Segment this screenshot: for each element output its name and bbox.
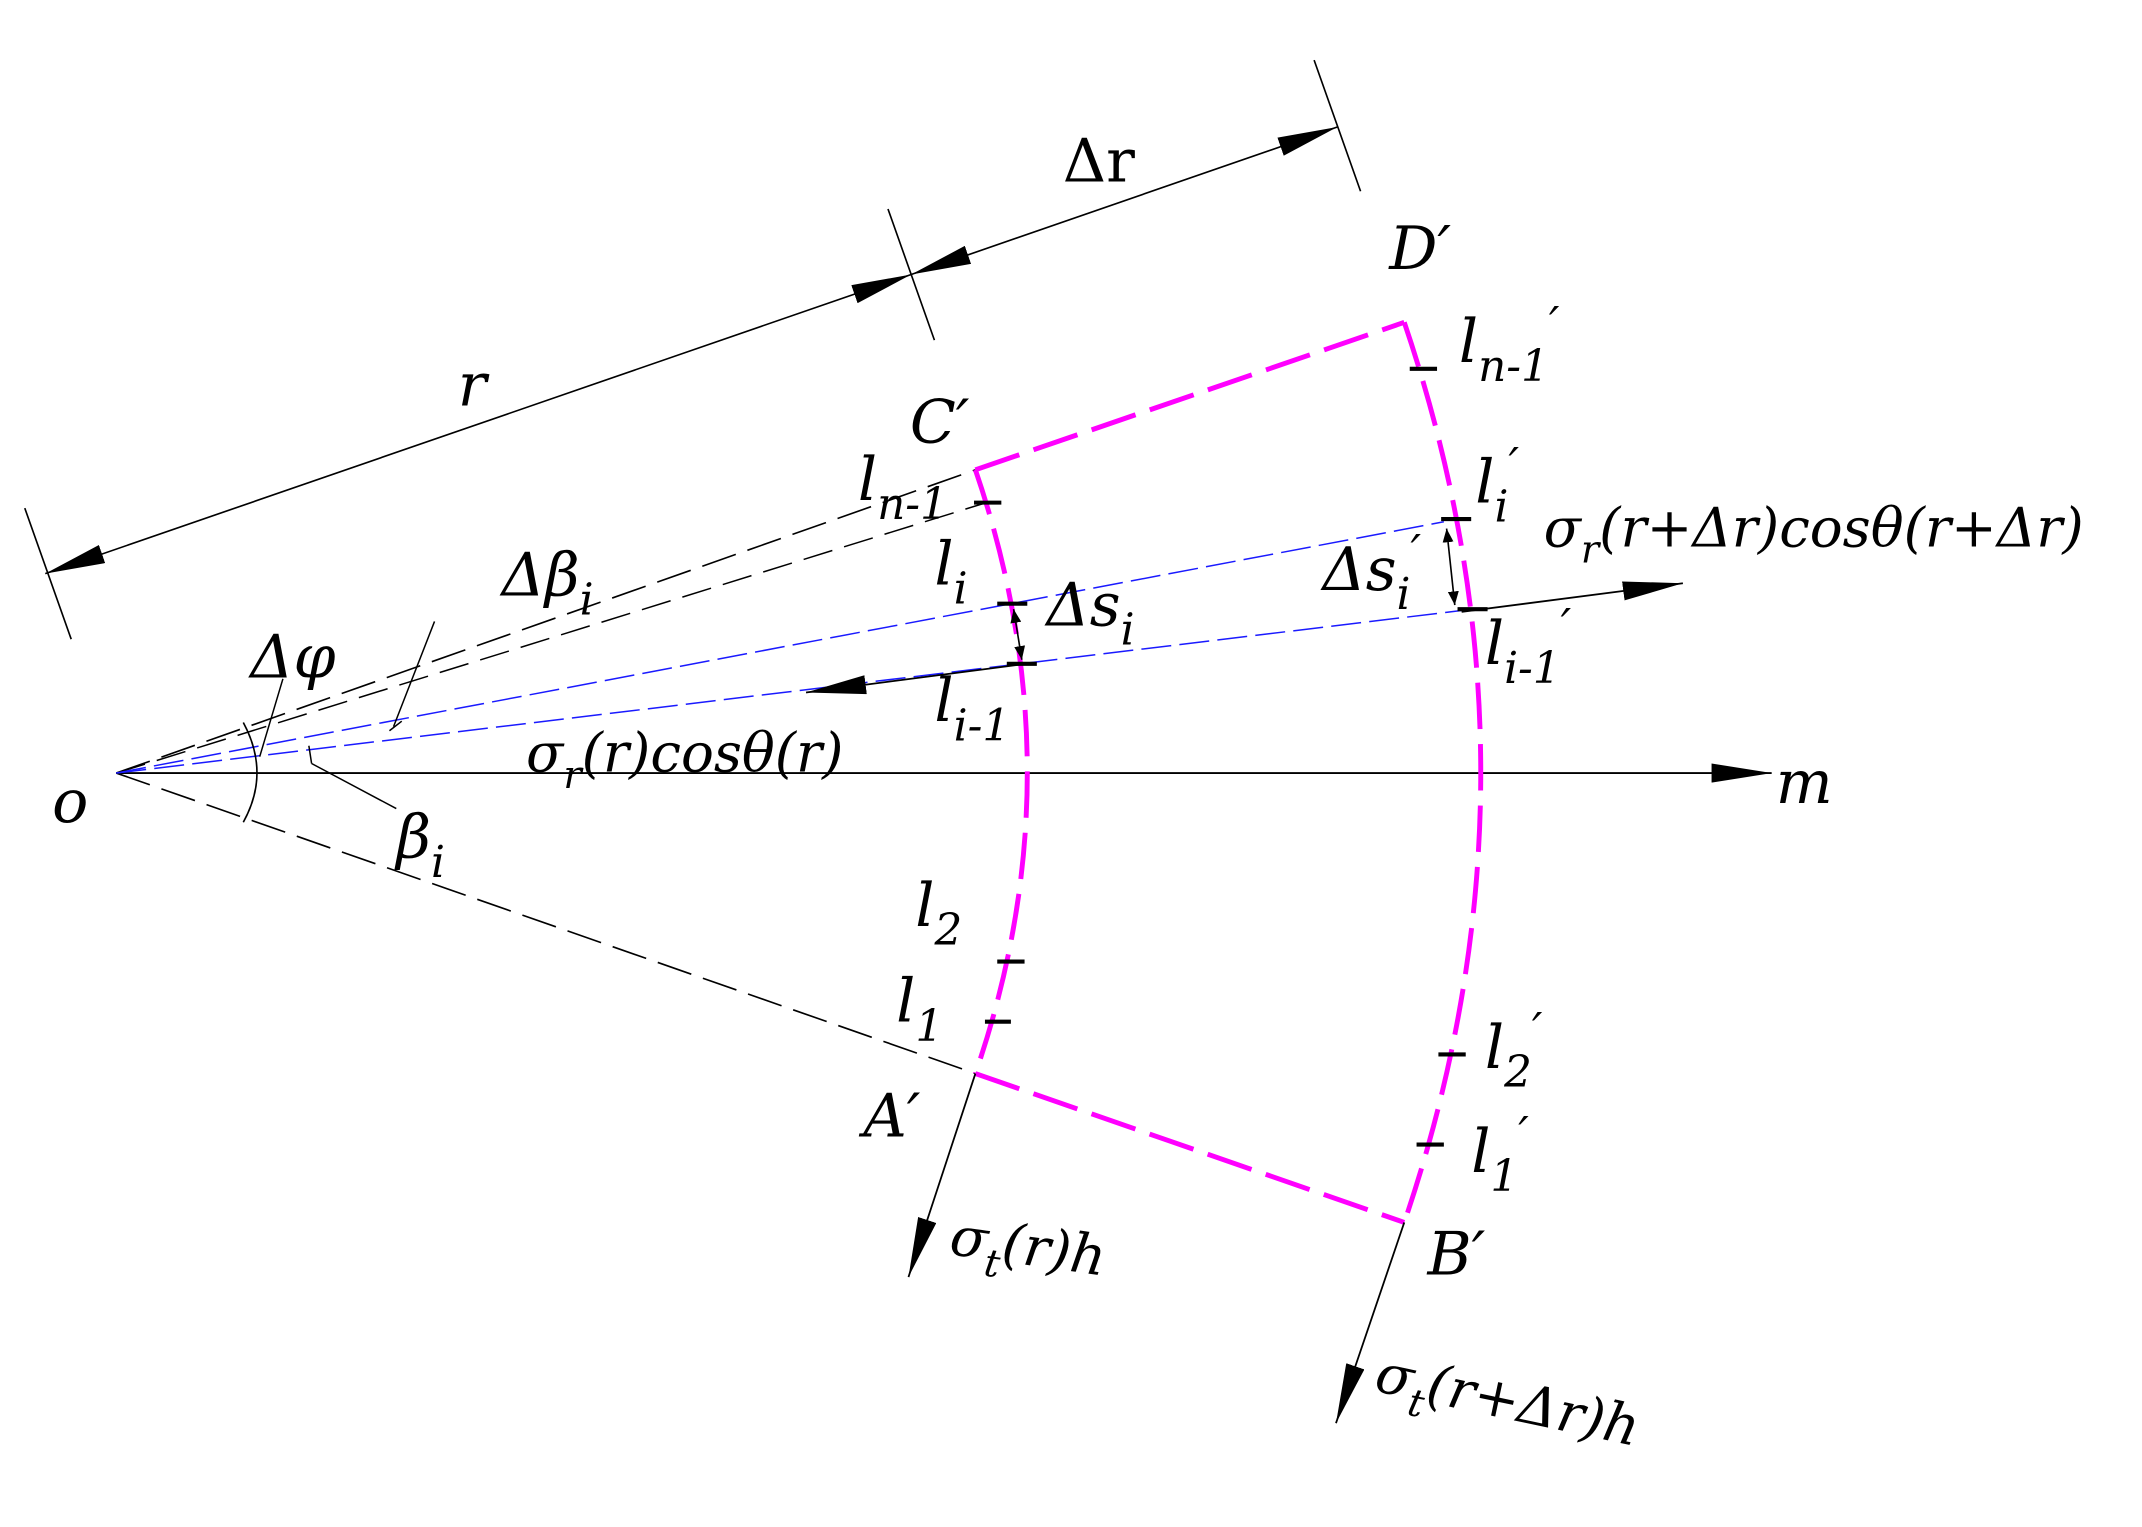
- ext-line-d: [1313, 59, 1362, 192]
- label-l-i: li: [934, 530, 967, 615]
- label-b-prime: B′: [1426, 1219, 1485, 1289]
- label-delta-beta-i: Δβi: [499, 541, 593, 626]
- label-r: r: [458, 351, 490, 421]
- edge-ab: [974, 1071, 1406, 1225]
- label-l-i-prime: li′: [1475, 438, 1519, 533]
- ray-li1-blue: [116, 608, 1473, 774]
- label-delta-r: Δr: [1063, 127, 1135, 197]
- label-delta-phi: Δφ: [248, 622, 335, 692]
- label-l-n-1-prime: ln-1′: [1459, 297, 1560, 392]
- delta-r-dimension-line: [910, 126, 1338, 276]
- sigma-r-inner-arrow: [805, 662, 1027, 695]
- label-delta-s-i: Δsi: [1044, 571, 1134, 656]
- r-dimension-line: [44, 273, 912, 575]
- label-l-1: l1: [896, 967, 943, 1052]
- label-d-prime: D′: [1388, 214, 1451, 284]
- label-a-prime: A′: [858, 1081, 920, 1151]
- label-l-2-prime: l2′: [1485, 1003, 1543, 1098]
- label-l-2: l2: [915, 871, 962, 956]
- delta-phi-leader: [258, 678, 284, 757]
- label-delta-s-i-prime: Δsi′: [1320, 525, 1421, 620]
- ray-li-blue: [116, 521, 1445, 774]
- label-l-i-1: li-1: [934, 666, 1010, 751]
- lower-boundary-line: [116, 772, 976, 1075]
- upper-boundary-line: [116, 469, 976, 774]
- delta-sp-arrow: [1442, 528, 1459, 606]
- edge-cd: [974, 320, 1406, 473]
- delta-s-arrow: [1010, 609, 1026, 660]
- label-m: m: [1776, 748, 1833, 818]
- ln1-ray-line: [116, 501, 987, 774]
- delta-beta-leader: [392, 621, 436, 727]
- label-l-n-1: ln-1: [858, 445, 948, 530]
- beta-arc: [308, 745, 313, 764]
- outer-arc: [1401, 321, 1484, 1224]
- label-c-prime: C′: [910, 388, 970, 458]
- sigma-t-outer-arrow: [1335, 1222, 1406, 1424]
- arc-ticks: [974, 366, 1488, 1147]
- label-l-i-1-prime: li-1′: [1485, 599, 1572, 694]
- label-sigma-t-outer: σt(r+Δr)h: [1367, 1341, 1645, 1472]
- delta-phi-arc: [242, 722, 258, 823]
- label-o: o: [52, 767, 88, 837]
- label-sigma-t-inner: σt(r)h: [944, 1203, 1110, 1301]
- label-sigma-r-inner: σr(r)cosθ(r): [526, 721, 843, 798]
- sector-outline: [973, 320, 1484, 1225]
- sigma-r-outer-arrow: [1461, 581, 1684, 613]
- ext-line-o: [24, 507, 72, 640]
- inner-arc: [973, 469, 1030, 1075]
- beta-leader: [311, 762, 397, 810]
- delta-beta-tick: [388, 720, 403, 732]
- label-beta-i: βi: [394, 803, 445, 888]
- label-sigma-r-outer: σr(r+Δr)cosθ(r+Δr): [1544, 495, 2084, 572]
- sigma-t-inner-arrow: [907, 1073, 977, 1278]
- label-l-1-prime: l1′: [1471, 1107, 1529, 1202]
